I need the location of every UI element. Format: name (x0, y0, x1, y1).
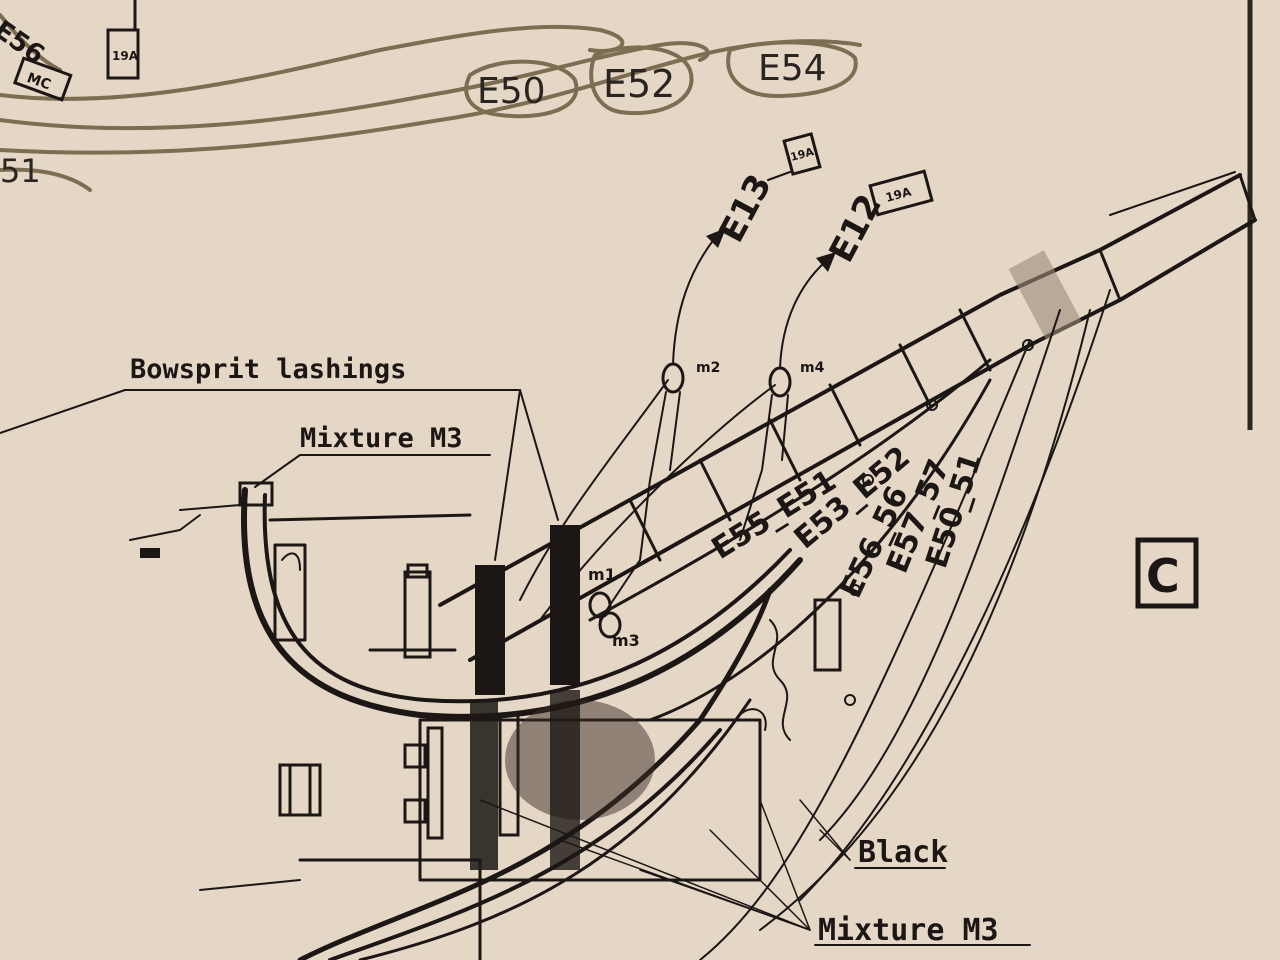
callout-leaders (0, 389, 1031, 946)
handwritten-labels: E50 E52 E54 (464, 40, 858, 119)
block-m3-icon (598, 611, 622, 639)
outline-e54 (726, 40, 858, 99)
outline-e50 (464, 59, 579, 119)
label-bowsprit-lashings: Bowsprit lashings (130, 354, 406, 385)
label-m4: m4 (800, 360, 825, 376)
label-mixture-top: Mixture M3 (300, 423, 463, 454)
label-m1: m1 (588, 565, 616, 584)
section-marker-box (1135, 537, 1199, 609)
tackle-blocks (519, 228, 836, 639)
tag-19a-e12-box (868, 169, 934, 217)
corner-label-51: 51 (0, 152, 41, 190)
corner-tag-mc-box (12, 56, 73, 102)
section-marker-letter: C (1146, 549, 1180, 603)
bowsprit-lashing-bands (470, 525, 580, 870)
label-black: Black (858, 835, 948, 870)
handwritten-e50: E50 (477, 71, 546, 112)
tag-19a-e13-box (782, 132, 822, 176)
arrow-e13-icon (706, 228, 726, 248)
handwritten-e54: E54 (758, 48, 827, 89)
rigging-lines (479, 289, 1111, 960)
post (368, 563, 457, 659)
label-m2: m2 (696, 360, 720, 376)
corner-tag-19a: 19A (112, 49, 139, 63)
section-marker: C (1135, 537, 1199, 609)
corner-tag-19a-box (106, 28, 140, 80)
bowsprit (438, 171, 1257, 662)
block-m1-icon (588, 591, 612, 619)
label-m3: m3 (612, 631, 640, 650)
tag-19a-e12: 19A (884, 184, 913, 204)
corner-tag-mc: MC (25, 70, 53, 93)
arrow-e12-icon (816, 252, 836, 272)
outline-e52 (589, 45, 694, 116)
tag-19a-e13: 19A (789, 145, 816, 164)
label-mixture-bottom: Mixture M3 (818, 913, 999, 948)
m-labels: m2 m4 m1 m3 (588, 360, 825, 650)
handwritten-e52: E52 (603, 62, 675, 106)
